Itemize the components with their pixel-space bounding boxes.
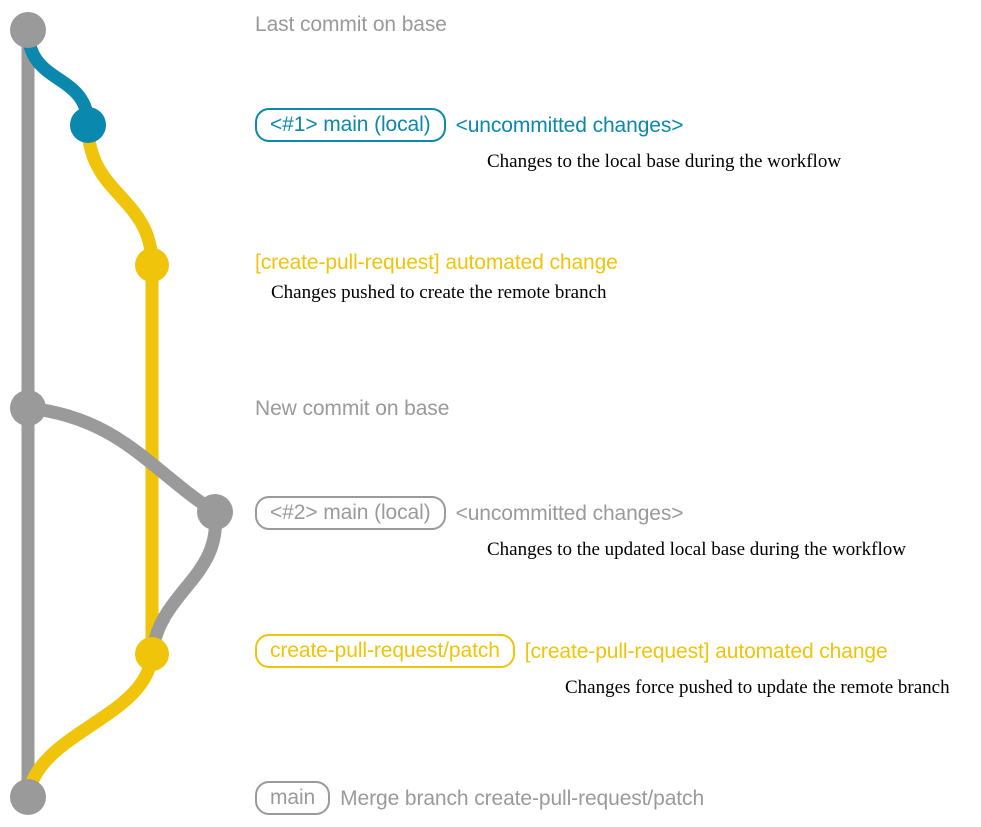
commit-detail: Changes to the local base during the wor… (487, 151, 842, 172)
ref-badge-main-local-2[interactable]: <#2> main (local) (255, 496, 446, 530)
commit-headline: create-pull-request/patch [create-pull-r… (255, 634, 950, 668)
commit-row-merge-commit: main Merge branch create-pull-request/pa… (255, 781, 704, 815)
commit-row-automated-change-create: [create-pull-request] automated change C… (255, 252, 618, 304)
commit-headline: <#1> main (local) <uncommitted changes> (255, 108, 841, 142)
commit-row-new-commit-on-base: New commit on base (255, 398, 449, 419)
commit-message: <uncommitted changes> (455, 501, 684, 525)
commit-node-base-merge[interactable] (10, 779, 46, 815)
commit-message: New commit on base (255, 397, 450, 420)
commit-node-base-new[interactable] (10, 390, 46, 426)
commit-detail: Changes pushed to create the remote bran… (271, 282, 607, 303)
commit-row-last-commit-on-base: Last commit on base (255, 14, 447, 35)
commit-node-remote-patch-1[interactable] (135, 248, 169, 282)
commit-message: [create-pull-request] automated change (255, 251, 618, 274)
commit-row-local-uncommitted-2: <#2> main (local) <uncommitted changes> … (255, 496, 906, 561)
edge-local-1-to-remote-patch-1 (81, 118, 159, 272)
commit-headline: New commit on base (255, 398, 449, 419)
edge-remote-patch-2-to-merge (21, 647, 159, 804)
commit-message: Last commit on base (255, 13, 447, 36)
commit-message: Merge branch create-pull-request/patch (340, 786, 705, 810)
commit-message: <uncommitted changes> (455, 113, 684, 137)
commit-detail: Changes force pushed to update the remot… (565, 677, 950, 698)
commit-node-remote-patch-2[interactable] (135, 637, 169, 671)
commit-node-base-last[interactable] (10, 12, 46, 48)
ref-badge-main-local-1[interactable]: <#1> main (local) (255, 108, 446, 142)
commit-headline: main Merge branch create-pull-request/pa… (255, 781, 704, 815)
commit-message: [create-pull-request] automated change (524, 639, 888, 663)
commit-headline: Last commit on base (255, 14, 447, 35)
commit-node-local-2[interactable] (197, 494, 233, 530)
ref-badge-main[interactable]: main (255, 781, 331, 815)
commit-node-local-1[interactable] (70, 107, 106, 143)
commit-row-automated-change-update: create-pull-request/patch [create-pull-r… (255, 634, 950, 699)
commit-detail: Changes to the updated local base during… (487, 539, 906, 560)
edge-local-2-to-remote-patch-2 (145, 505, 222, 661)
ref-badge-create-pull-request-patch[interactable]: create-pull-request/patch (255, 634, 515, 668)
edge-base-new-to-local-2 (21, 401, 222, 519)
commit-row-local-uncommitted-1: <#1> main (local) <uncommitted changes> … (255, 108, 841, 173)
commit-headline: [create-pull-request] automated change (255, 252, 618, 273)
commit-headline: <#2> main (local) <uncommitted changes> (255, 496, 906, 530)
